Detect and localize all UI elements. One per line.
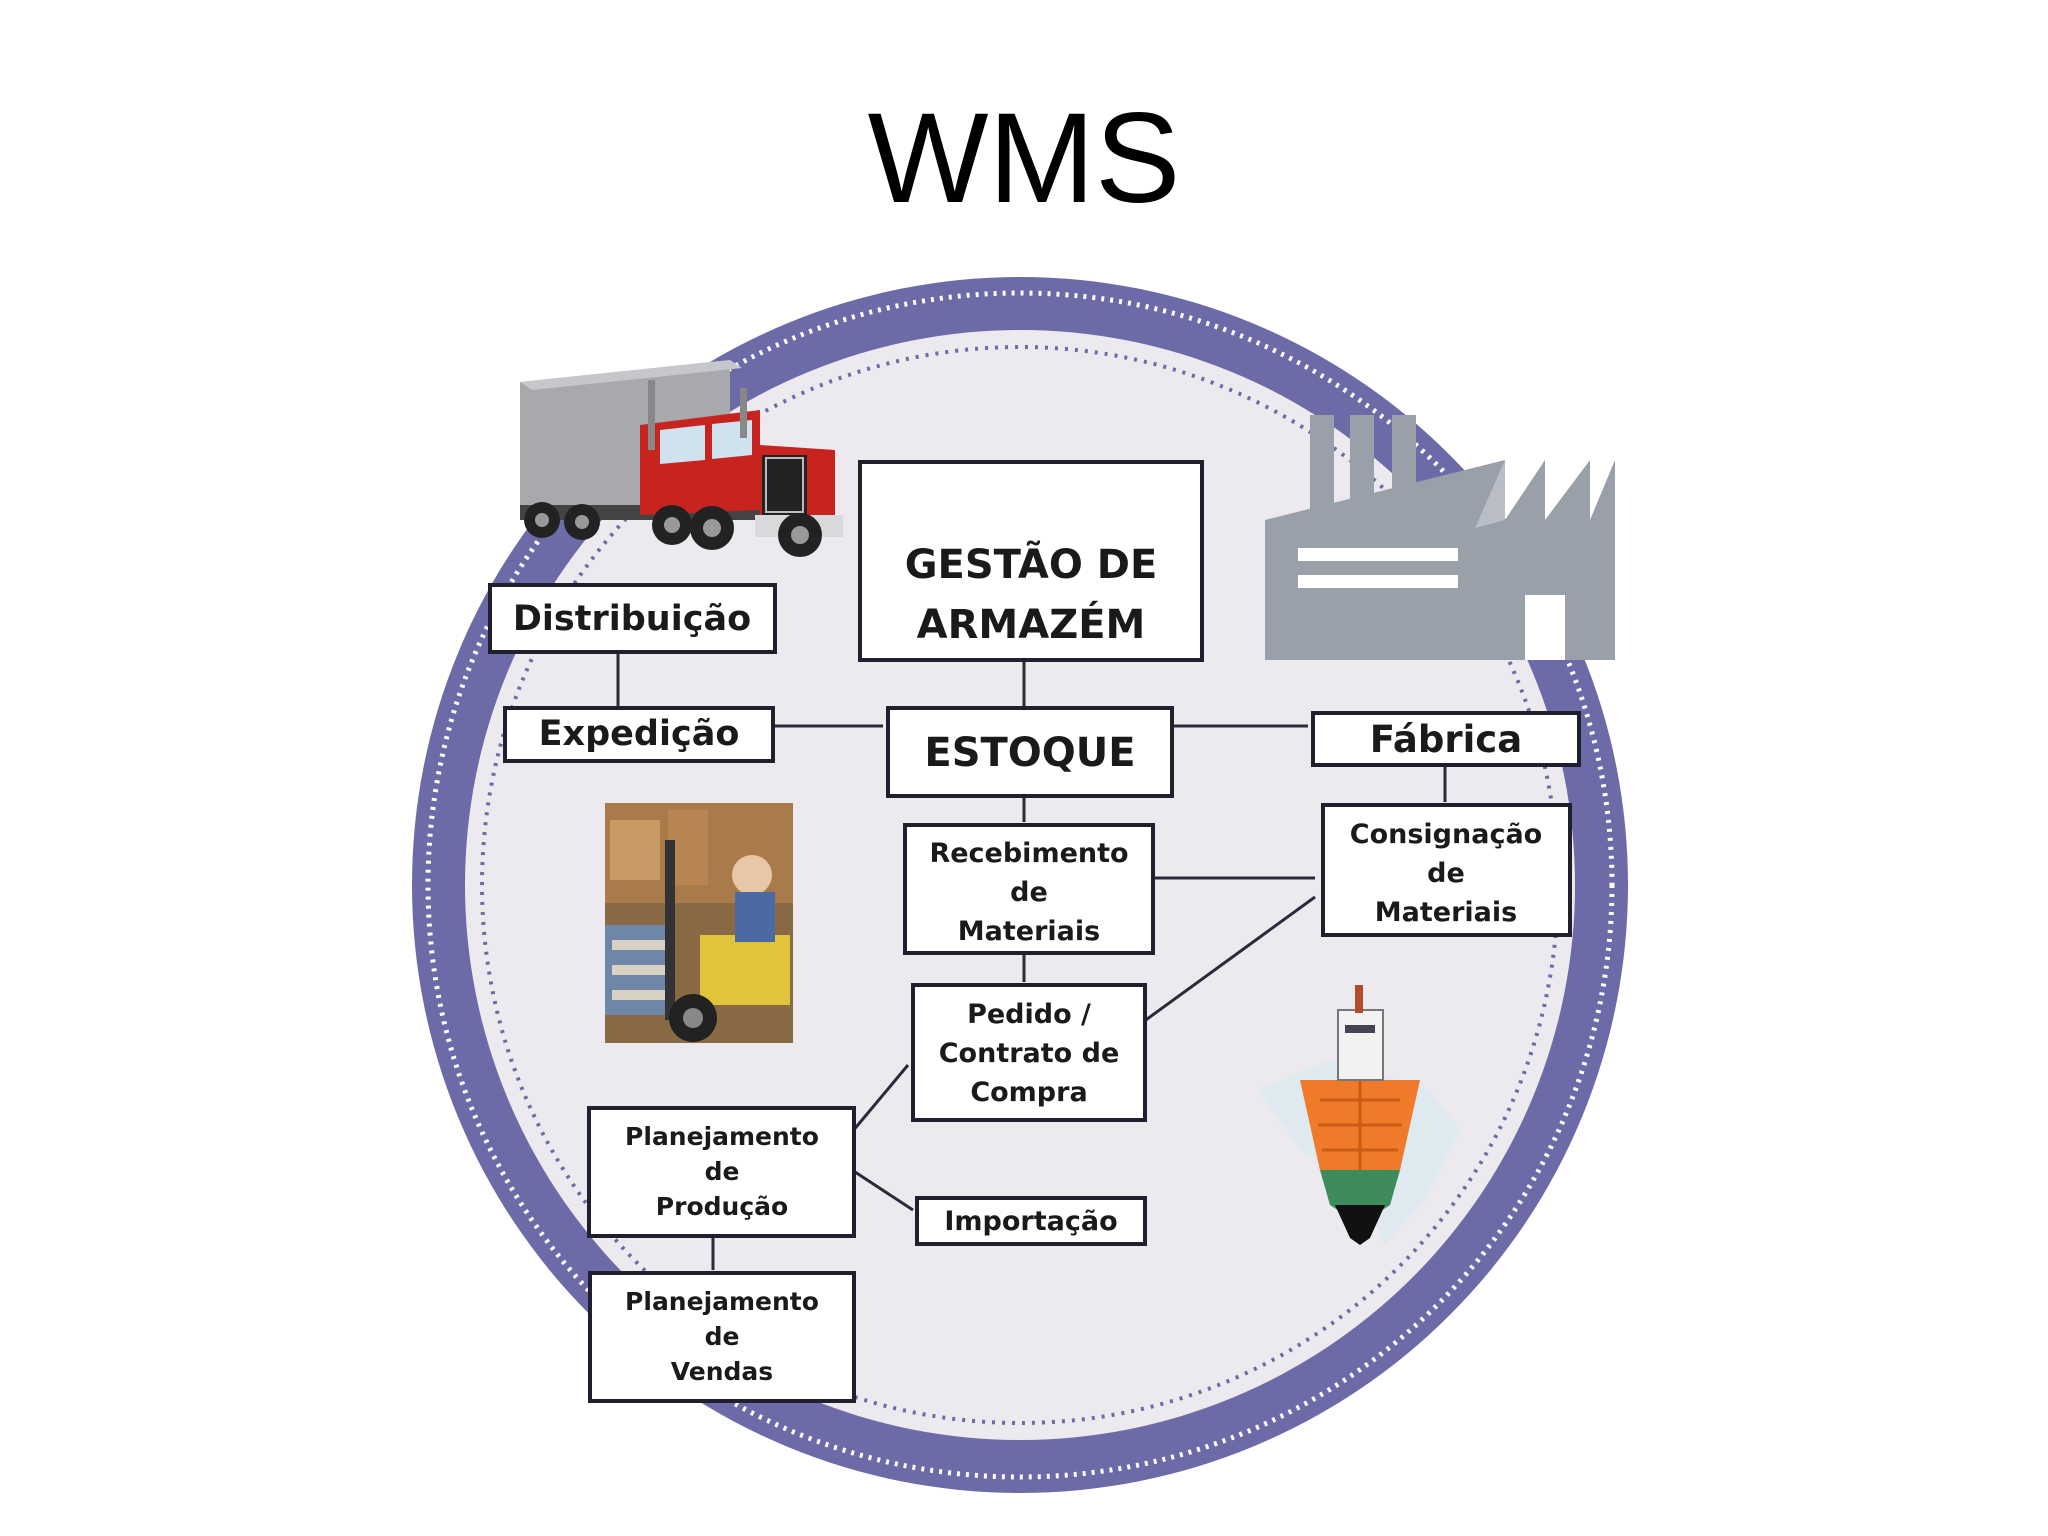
box-gestao-line-2: ARMAZÉM [917,600,1146,648]
box-consignacao: Consignação de Materiais [1321,803,1572,937]
box-recebimento-line-2: de [1010,877,1048,908]
box-estoque: ESTOQUE [886,706,1174,798]
box-importacao: Importação [915,1196,1147,1246]
box-pedido: Pedido / Contrato de Compra [911,983,1147,1122]
box-planejamento-vendas-line-2: de [705,1322,740,1351]
box-pedido-line-3: Compra [970,1077,1087,1108]
box-estoque-line-1: ESTOQUE [924,730,1135,776]
box-recebimento-line-1: Recebimento [929,838,1128,869]
box-planejamento-vendas: Planejamento de Vendas [588,1271,856,1403]
box-pedido-line-2: Contrato de [939,1038,1120,1069]
box-distribuicao: Distribuição [488,583,777,654]
box-planejamento-vendas-line-3: Vendas [671,1357,773,1386]
box-expedicao-line-1: Expedição [539,714,740,754]
box-fabrica: Fábrica [1311,711,1581,767]
box-distribuicao-line-1: Distribuição [513,599,751,639]
truck-icon [520,360,843,557]
box-gestao: GESTÃO DE ARMAZÉM [858,460,1204,662]
box-recebimento-line-3: Materiais [958,916,1100,947]
box-consignacao-line-1: Consignação [1350,819,1542,850]
box-planejamento-vendas-line-1: Planejamento [625,1287,819,1316]
cargo-ship-icon [1258,985,1460,1245]
box-recebimento: Recebimento de Materiais [903,823,1155,955]
box-importacao-line-1: Importação [944,1206,1117,1237]
box-fabrica-line-1: Fábrica [1370,718,1522,761]
box-planejamento-producao-line-1: Planejamento [625,1122,819,1151]
forklift-photo [605,803,793,1043]
ring-dots-outer [425,290,1615,1480]
box-planejamento-producao: Planejamento de Produção [587,1106,856,1238]
box-consignacao-line-3: Materiais [1375,897,1517,928]
box-consignacao-line-2: de [1427,858,1465,889]
box-pedido-line-1: Pedido / [967,999,1091,1030]
box-planejamento-producao-line-2: de [705,1157,740,1186]
factory-icon [1265,415,1615,660]
connectors [616,648,1447,1270]
page-title: WMS [867,87,1181,230]
box-expedicao: Expedição [503,706,775,763]
box-gestao-line-1: GESTÃO DE [905,539,1158,588]
box-planejamento-producao-line-3: Produção [656,1192,788,1221]
